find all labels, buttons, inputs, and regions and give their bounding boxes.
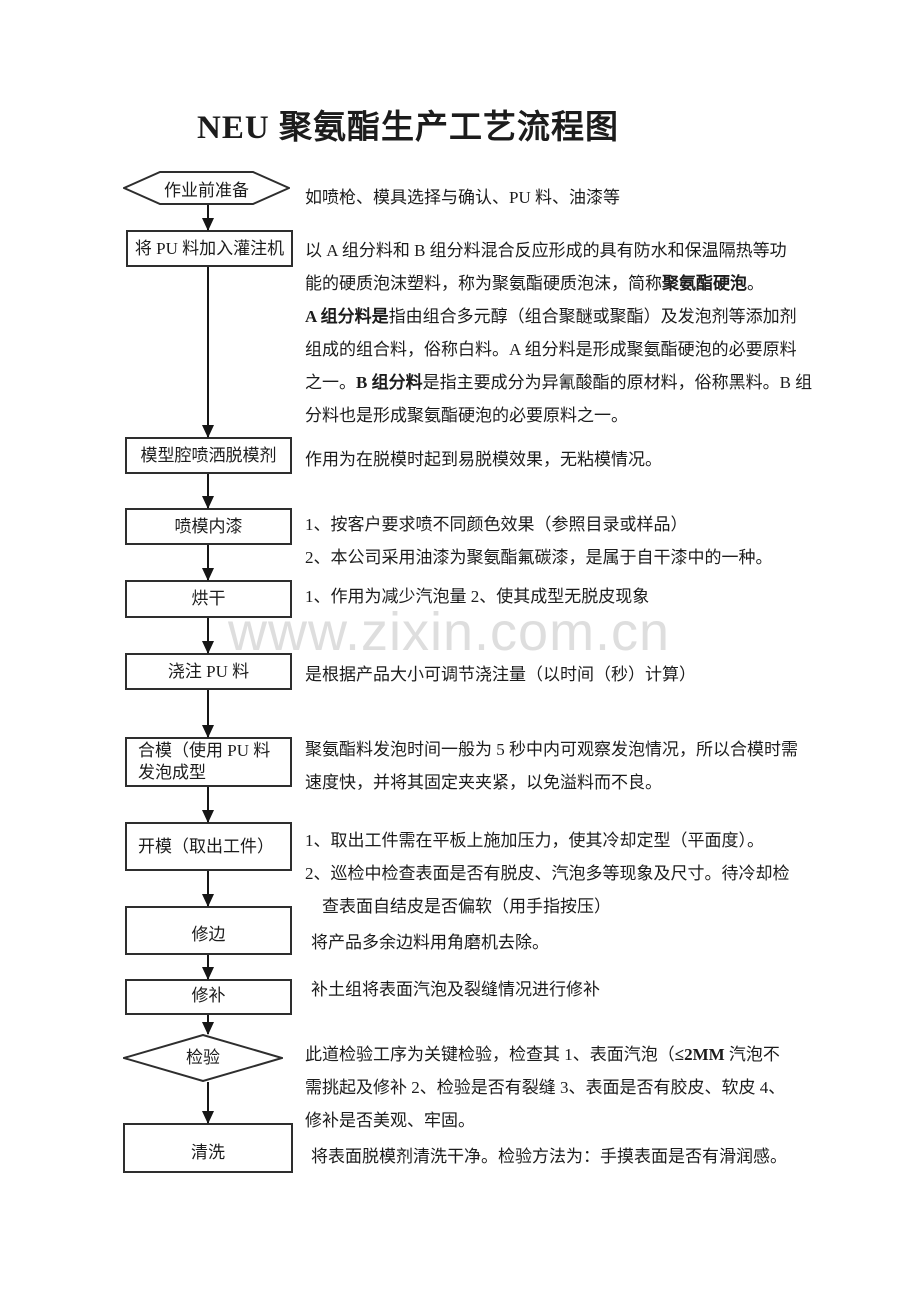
annotation-close-mold: 聚氨酯料发泡时间一般为 5 秒中内可观察发泡情况，所以合模时需速度快，并将其固定… [305, 740, 798, 792]
flow-step-release-agent: 模型腔喷洒脱模剂 [125, 437, 292, 474]
flow-step-label: 作业前准备 [164, 180, 249, 200]
flow-step-close-mold: 合模（使用 PU 料发泡成型 [125, 737, 292, 787]
flow-arrow-down-icon [202, 787, 214, 823]
flow-step-label: 烘干 [191, 589, 226, 608]
flow-step-preparation: 作业前准备 [123, 171, 290, 205]
annotation-inspect: 此道检验工序为关键检验，检查其 1、表面汽泡（≤2MM 汽泡不需挑起及修补 2、… [305, 1045, 786, 1130]
flow-step-label: 模型腔喷洒脱模剂 [140, 445, 277, 465]
flow-arrow-down-icon [202, 474, 214, 509]
annotation-spray-paint: 1、按客户要求喷不同颜色效果（参照目录或样品）2、本公司采用油漆为聚氨酯氟碳漆，… [305, 515, 773, 567]
flow-step-label: 喷模内漆 [174, 516, 243, 536]
flow-arrow-down-icon [202, 205, 214, 231]
hexagon-shape-icon [123, 171, 290, 205]
annotation-repair: 补土组将表面汽泡及裂缝情况进行修补 [311, 980, 600, 999]
annotation-trim: 将产品多余边料用角磨机去除。 [311, 933, 549, 952]
flow-arrow-down-icon [202, 267, 214, 438]
flow-step-trim: 修边 [125, 906, 292, 955]
flow-step-open-mold: 开模（取出工件） [125, 822, 292, 871]
flow-step-feed-pu: 将 PU 料加入灌注机 [126, 230, 293, 267]
annotation-dry: 1、作用为减少汽泡量 2、使其成型无脱皮现象 [305, 587, 650, 606]
page-title: NEU 聚氨酯生产工艺流程图 [197, 110, 619, 146]
flow-step-inspect: 检验 [123, 1034, 283, 1082]
flow-step-label: 修补 [191, 986, 226, 1005]
flow-step-label: 开模（取出工件） [138, 836, 274, 856]
flow-arrow-down-icon [202, 618, 214, 654]
annotation-open-mold: 1、取出工件需在平板上施加压力，使其冷却定型（平面度）。2、巡检中检查表面是否有… [305, 831, 790, 916]
flow-arrow-down-icon [202, 955, 214, 980]
flow-step-spray-paint: 喷模内漆 [125, 508, 292, 545]
annotation-feed-pu: 以 A 组分料和 B 组分料混合反应形成的具有防水和保温隔热等功能的硬质泡沫塑料… [305, 241, 813, 425]
watermark: www.zixin.com.cn [228, 602, 671, 662]
annotation-pour-pu: 是根据产品大小可调节浇注量（以时间（秒）计算） [305, 665, 696, 684]
annotation-clean: 将表面脱模剂清洗干净。检验方法为：手摸表面是否有滑润感。 [311, 1147, 787, 1166]
annotation-release-agent: 作用为在脱模时起到易脱模效果，无粘模情况。 [305, 450, 662, 469]
flow-step-label: 将 PU 料加入灌注机 [134, 238, 285, 258]
flow-step-clean: 清洗 [123, 1123, 293, 1173]
flow-step-label: 修边 [191, 925, 226, 944]
flow-arrow-down-icon [202, 871, 214, 907]
flow-arrow-down-icon [202, 1015, 214, 1035]
flow-arrow-down-icon [202, 545, 214, 581]
flow-step-label: 合模（使用 PU 料发泡成型 [138, 741, 271, 782]
diamond-shape-icon [123, 1034, 283, 1082]
flow-step-pour-pu: 浇注 PU 料 [125, 653, 292, 690]
flow-arrow-down-icon [202, 690, 214, 738]
flow-step-dry: 烘干 [125, 580, 292, 618]
flow-arrow-down-icon [202, 1082, 214, 1124]
flow-step-label: 浇注 PU 料 [167, 661, 250, 681]
annotation-preparation: 如喷枪、模具选择与确认、PU 料、油漆等 [305, 188, 620, 207]
flow-step-label: 清洗 [191, 1143, 225, 1162]
flow-step-repair: 修补 [125, 979, 292, 1015]
flow-step-label: 检验 [186, 1048, 220, 1067]
